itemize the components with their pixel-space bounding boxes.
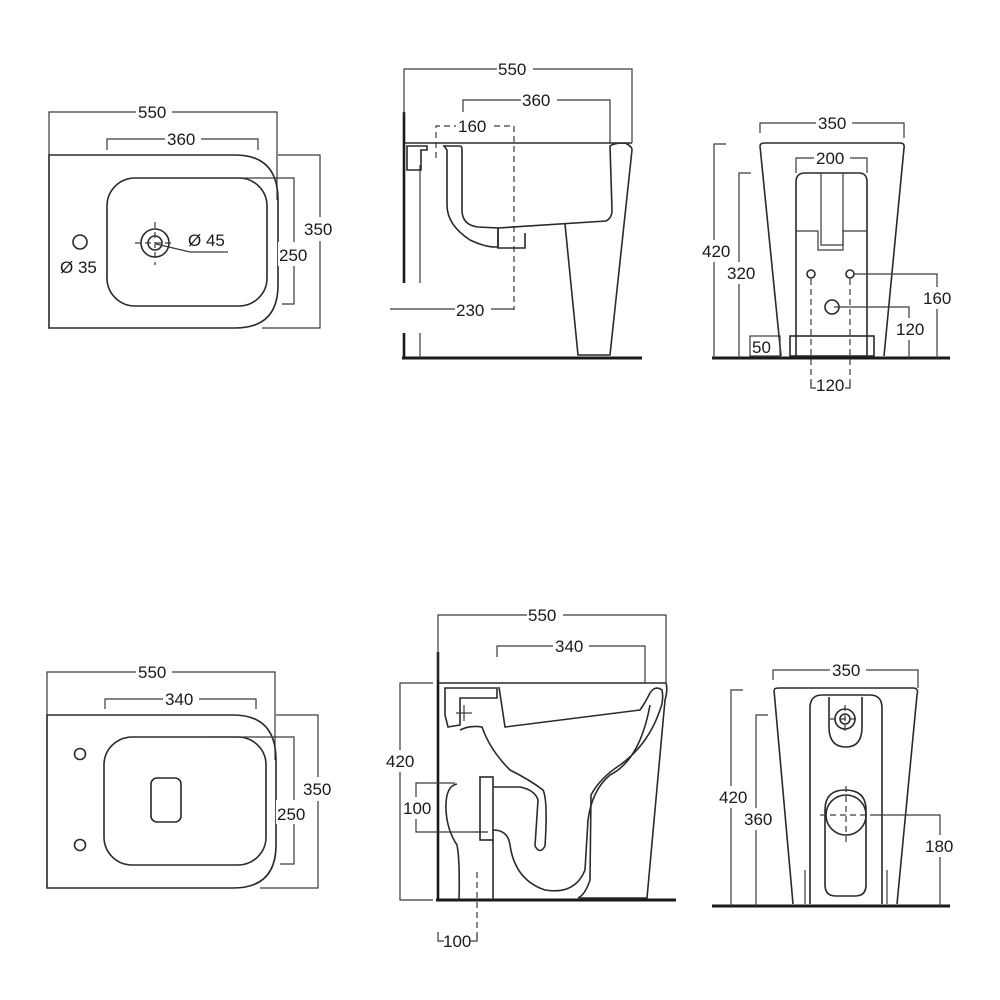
- basin-side-bowl-dim: 360: [522, 91, 550, 110]
- basin-front-height-dim: 420: [702, 242, 730, 261]
- fixing-height-dim: 160: [923, 289, 951, 308]
- waste-height-front-dim: 120: [896, 320, 924, 339]
- toilet-plan-bowl-depth-dim: 250: [277, 805, 305, 824]
- outlet-height-dim: 100: [403, 799, 431, 818]
- basin-side-width-dim: 550: [498, 60, 526, 79]
- waste-dim: Ø 45: [188, 231, 225, 250]
- outlet-height-rear-dim: 180: [925, 837, 953, 856]
- basin-side-view: 550 360 160 230: [390, 58, 642, 360]
- basin-plan-width-dim: 550: [138, 103, 166, 122]
- toilet-rear-width-dim: 350: [832, 661, 860, 680]
- basin-plan-depth-dim: 350: [304, 220, 332, 239]
- toilet-plan-view: 550 340 250 350: [46, 661, 335, 889]
- plinth-height-dim: 50: [752, 338, 771, 357]
- cutout-width-dim: 200: [816, 149, 844, 168]
- toilet-side-view: 550 340 420 100 100: [385, 604, 676, 951]
- toilet-side-bowl-dim: 340: [555, 637, 583, 656]
- toilet-plan-width-dim: 550: [138, 663, 166, 682]
- basin-front-rim-dim: 320: [727, 264, 755, 283]
- tap-hole-dim: Ø 35: [60, 258, 97, 277]
- toilet-plan-depth-dim: 350: [303, 780, 331, 799]
- fixing-spacing-dim: 120: [816, 376, 844, 395]
- waste-offset-dim: 160: [458, 117, 486, 136]
- toilet-rear-height-dim: 420: [719, 788, 747, 807]
- waste-height-dim: 230: [456, 301, 484, 320]
- basin-plan-bowl-depth-dim: 250: [279, 246, 307, 265]
- toilet-plan-bowl-width-dim: 340: [165, 690, 193, 709]
- outlet-offset-dim: 100: [443, 932, 471, 951]
- basin-plan-bowl-width-dim: 360: [167, 130, 195, 149]
- basin-front-view: 350 200 420 320 50 120 160: [701, 113, 956, 395]
- toilet-rear-view: 350 420 360 180: [712, 659, 958, 908]
- toilet-side-width-dim: 550: [528, 606, 556, 625]
- basin-front-width-dim: 350: [818, 114, 846, 133]
- basin-plan-view: 550 360 Ø 35 Ø 45 250 350: [48, 101, 337, 329]
- toilet-rear-rim-dim: 360: [744, 810, 772, 829]
- toilet-side-height-dim: 420: [386, 752, 414, 771]
